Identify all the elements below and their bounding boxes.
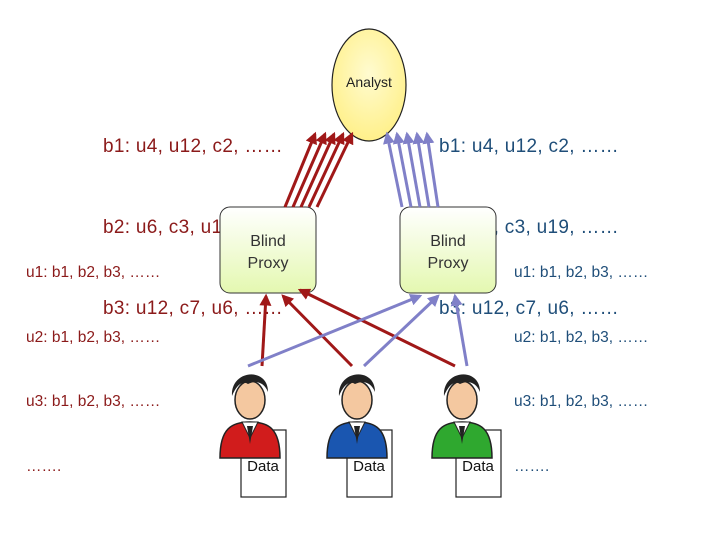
- analyst-label: Analyst: [346, 74, 392, 90]
- arrow-blue: [247, 294, 423, 368]
- arrow-blue: [402, 131, 422, 208]
- user-blue-icon: [326, 374, 388, 459]
- arrow-red: [315, 131, 354, 208]
- left-user-line: u3: b1, b2, b3, ……: [26, 393, 161, 410]
- right-user-line: …….: [514, 457, 550, 475]
- arrow-blue: [362, 294, 440, 368]
- left-user-line: …….: [26, 457, 62, 475]
- arrow-red: [307, 131, 345, 208]
- arrows-right-proxy-to-analyst: [383, 131, 440, 208]
- left-user-line: u2: b1, b2, b3, ……: [26, 328, 161, 346]
- left-bucket-line: b3: u12, c7, u6, ……: [103, 298, 283, 319]
- arrow-blue: [450, 293, 469, 367]
- blind-proxy-right-label-2: Proxy: [428, 255, 469, 272]
- right-user-list: u1: b1, b2, b3, …… u2: b1, b2, b3, …… u3…: [514, 219, 648, 499]
- user-red-icon: [219, 374, 281, 459]
- arrow-blue: [392, 131, 413, 208]
- left-bucket-line: b1: u4, u12, c2, ……: [103, 136, 283, 157]
- arrow-blue: [383, 131, 404, 208]
- arrow-red: [259, 293, 272, 367]
- blind-proxy-right: [399, 206, 497, 294]
- blind-proxy-right-label-1: Blind: [430, 233, 466, 250]
- right-user-line: u2: b1, b2, b3, ……: [514, 328, 649, 346]
- data-label-2: Data: [353, 458, 385, 475]
- arrows-left-proxy-to-analyst: [283, 131, 354, 208]
- arrow-red: [291, 131, 327, 208]
- right-bucket-line: b3: u12, c7, u6, ……: [439, 298, 619, 319]
- analyst-node: [331, 28, 407, 142]
- right-user-line: u1: b1, b2, b3, ……: [514, 264, 649, 281]
- left-user-line: u1: b1, b2, b3, ……: [26, 264, 161, 281]
- right-user-line: u3: b1, b2, b3, ……: [514, 393, 649, 410]
- left-user-list: u1: b1, b2, b3, …… u2: b1, b2, b3, …… u3…: [26, 219, 160, 499]
- data-label-3: Data: [462, 458, 494, 475]
- arrow-red: [297, 288, 456, 368]
- arrow-red: [281, 294, 354, 368]
- arrow-red: [283, 131, 317, 208]
- right-bucket-list: b1: u4, u12, c2, …… b2: u6, c3, u19, …… …: [439, 79, 619, 349]
- arrow-red: [299, 131, 336, 208]
- arrow-blue: [412, 131, 431, 208]
- blind-proxy-left-label-2: Proxy: [248, 255, 289, 272]
- blind-proxy-left-label-1: Blind: [250, 233, 286, 250]
- data-label-1: Data: [247, 458, 279, 475]
- blind-proxy-left: [219, 206, 317, 294]
- arrows-users-to-proxies: [247, 288, 469, 368]
- right-bucket-line: b1: u4, u12, c2, ……: [439, 136, 619, 157]
- arrow-blue: [422, 131, 440, 208]
- user-green-icon: [431, 374, 493, 459]
